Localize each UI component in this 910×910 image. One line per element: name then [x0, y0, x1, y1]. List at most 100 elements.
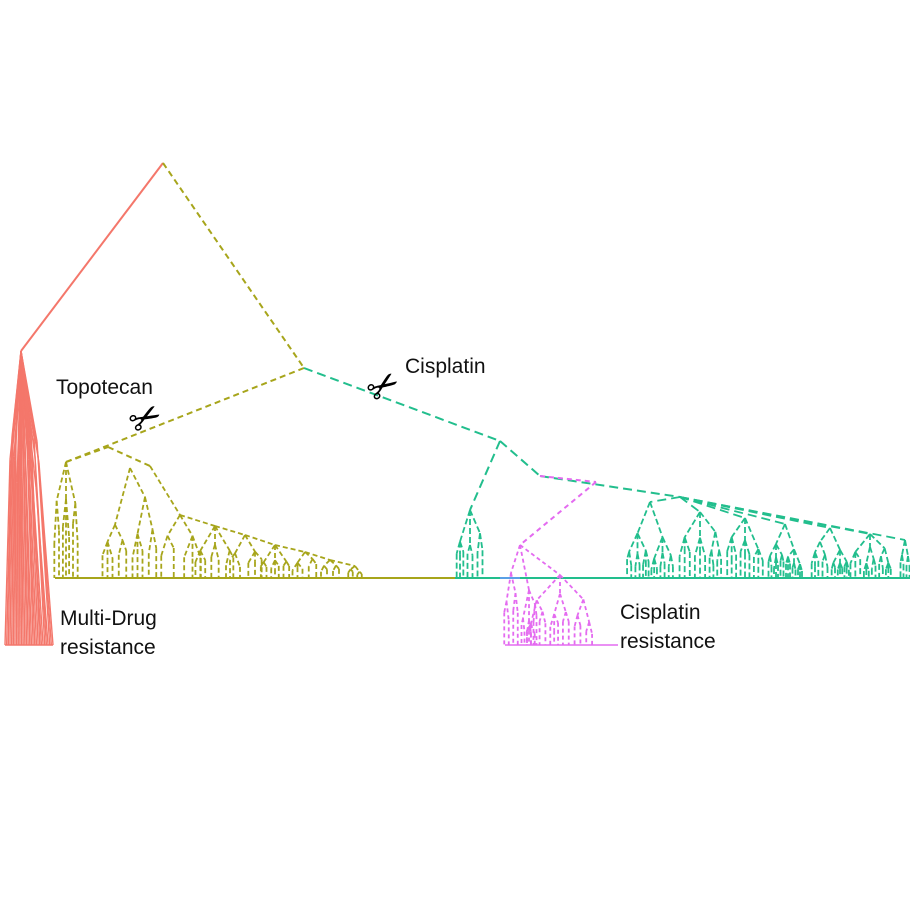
cisplatin-branch: [854, 533, 871, 553]
cisplatin-clade: [455, 440, 910, 579]
topotecan-branch: [149, 465, 181, 516]
topotecan-branch: [147, 529, 154, 554]
topotecan-branch: [349, 568, 354, 573]
topotecan-branch: [55, 461, 67, 501]
multi-drug-leaf: [18, 454, 21, 646]
cisplatin-branch: [854, 551, 861, 560]
cisplatin-branch: [793, 562, 797, 570]
cisplatin-branch: [845, 561, 850, 570]
cisplatin-branch: [880, 547, 886, 557]
root-branch-treated: [162, 162, 305, 369]
cisplatin-branch: [679, 496, 746, 519]
multi-drug-leaf: [7, 436, 13, 646]
cisplatin-branch: [819, 541, 826, 556]
topotecan-branch: [304, 551, 331, 561]
cisplatin-stem: [303, 367, 501, 442]
topotecan-branch: [311, 558, 317, 565]
multi-drug-leaf: [31, 486, 43, 646]
topotecan-branch: [74, 503, 79, 543]
cisplatin-branch: [829, 527, 841, 551]
cisplatin-branch: [710, 550, 715, 566]
cisplatin-resistance-branch: [522, 589, 530, 619]
cisplatin-branch: [799, 563, 803, 572]
cisplatin-label: Cisplatin: [405, 355, 486, 378]
multi-drug-leaf: [9, 444, 14, 646]
topotecan-branch: [166, 514, 181, 537]
topotecan-clade: [53, 446, 455, 579]
cisplatin-resistance-branch: [529, 623, 536, 635]
topotecan-branch: [121, 539, 128, 551]
cisplatin-resistance-branch: [576, 615, 582, 626]
cisplatin-branch: [872, 558, 877, 566]
multi-drug-leaf: [4, 459, 11, 646]
cisplatin-branch: [887, 562, 892, 570]
cisplatin-branch: [649, 501, 664, 538]
cisplatin-resistance-branch: [535, 599, 544, 613]
topotecan-branch: [199, 525, 216, 552]
multi-drug-leaf: [20, 476, 24, 646]
cisplatin-branch: [904, 539, 909, 557]
multi-drug-leaf: [32, 488, 44, 646]
cisplatin-branch: [710, 531, 717, 551]
topotecan-branch: [210, 544, 216, 558]
topotecan-branch: [354, 565, 361, 573]
cisplatin-branch: [644, 550, 650, 562]
cisplatin-resistance-branch: [528, 589, 536, 605]
topotecan-branch: [106, 541, 114, 559]
cisplatin-resistance-branch: [588, 621, 593, 635]
topotecan-branch: [332, 564, 337, 572]
cisplatin-branch: [661, 552, 666, 564]
multi-drug-leaf: [27, 463, 36, 646]
cisplatin-branch: [499, 440, 541, 477]
cisplatin-branch: [907, 555, 910, 566]
root-branches: [20, 162, 501, 463]
cisplatin-resistance-branch: [522, 618, 526, 632]
topotecan-branch: [214, 525, 231, 551]
topotecan-branch: [214, 525, 246, 536]
cisplatin-resistance-branch: [534, 604, 538, 616]
cisplatin-branch: [775, 543, 783, 556]
multi-drug-leaf: [35, 487, 49, 646]
multi-drug-branch: [20, 350, 40, 464]
topotecan-branch: [55, 500, 60, 531]
cisplatin-branch: [869, 533, 886, 549]
topotecan-branch: [214, 544, 220, 561]
cisplatin-branch: [479, 533, 484, 551]
topotecan-branch: [144, 496, 154, 530]
multi-drug-branch: [20, 350, 37, 488]
cisplatin-resistance-branch: [510, 544, 521, 574]
cisplatin-branch: [880, 556, 884, 569]
topotecan-branch: [296, 551, 306, 564]
topotecan-branch: [262, 561, 268, 568]
cisplatin-resistance-branch: [553, 593, 561, 615]
topotecan-branch: [307, 558, 314, 567]
topotecan-branch: [234, 552, 241, 568]
topotecan-branch: [228, 550, 235, 558]
topotecan-branch: [229, 552, 236, 561]
cisplatin-resistance-branch: [559, 574, 584, 601]
cisplatin-branch: [781, 554, 785, 562]
cisplatin-resistance-branch: [559, 593, 567, 613]
topotecan-branch: [247, 551, 256, 564]
cisplatin-branch: [469, 509, 481, 534]
cisplatin-branch: [718, 550, 722, 560]
topotecan-branch: [114, 467, 131, 525]
cisplatin-resistance-branch: [573, 615, 579, 627]
cisplatin-branch: [769, 555, 773, 567]
multi-drug-clade: [4, 350, 54, 646]
cisplatin-branch: [832, 549, 841, 564]
cisplatin-branch: [824, 554, 829, 568]
cisplatin-resistance-branch: [564, 611, 570, 622]
cisplatin-branch: [683, 536, 691, 553]
cisplatin-resistance-label-line2: resistance: [620, 630, 716, 653]
cisplatin-branch: [459, 509, 471, 542]
cisplatin-branch: [636, 532, 647, 552]
multi-drug-leaf: [14, 434, 17, 646]
cisplatin-branch: [653, 558, 658, 569]
cisplatin-branch: [730, 536, 737, 555]
cisplatin-branch: [649, 496, 681, 503]
topotecan-branch: [234, 534, 246, 554]
topotecan-branch: [136, 496, 146, 535]
cisplatin-branch: [469, 440, 501, 511]
multi-drug-leaf: [28, 459, 38, 646]
